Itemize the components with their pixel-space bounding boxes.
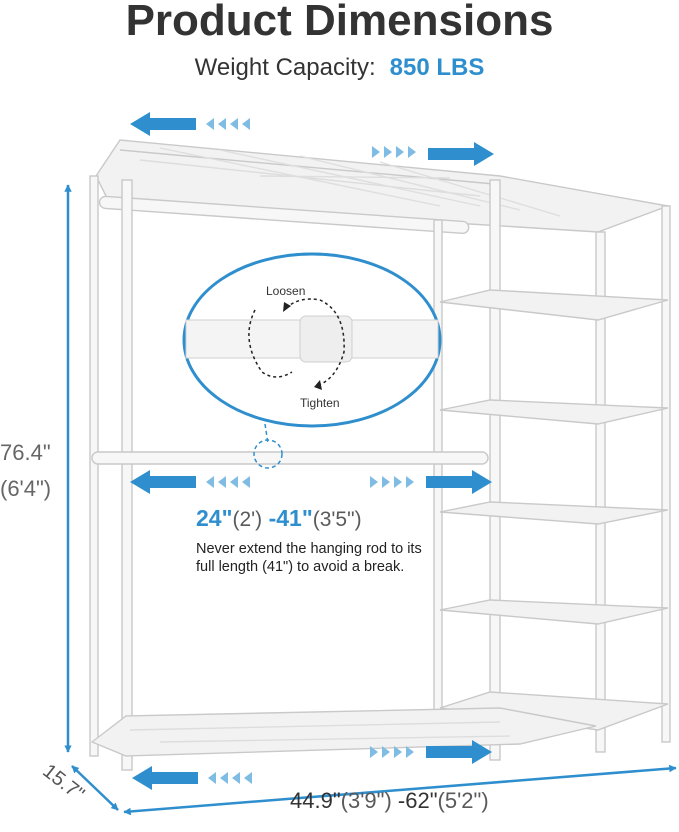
double-arrow-left-icon	[130, 470, 250, 494]
rod-warning-note: Never extend the hanging rod to its full…	[196, 541, 422, 575]
weight-capacity-label: Weight Capacity:	[194, 54, 376, 81]
rotate-arrow-icon	[285, 298, 345, 387]
lower-hanging-rod	[91, 451, 489, 465]
width-dimension-line	[123, 764, 677, 816]
double-arrow-left-icon	[130, 112, 250, 136]
width-min: 44.9"	[290, 788, 341, 813]
rod-min-ft: (2')	[232, 508, 263, 531]
top-hanging-rod	[98, 195, 470, 235]
tighten-label: Tighten	[300, 396, 340, 410]
width-separator: -	[397, 788, 406, 813]
rod-separator: -	[268, 505, 277, 531]
height-inches: 76.4"	[0, 440, 51, 465]
post-front-middle	[489, 179, 501, 761]
rod-max-ft: (3'5")	[312, 508, 362, 531]
page-title: Product Dimensions	[125, 0, 554, 45]
weight-capacity: Weight Capacity: 850 LBS	[0, 54, 679, 82]
width-min-ft: (3'9")	[340, 788, 392, 813]
width-max: 62"	[405, 788, 438, 813]
post-back-left	[89, 175, 99, 757]
post-front-right	[595, 231, 606, 753]
width-range: 44.9"(3'9") -62"(5'2")	[290, 788, 489, 814]
rack-frame	[89, 139, 671, 771]
width-max-ft: (5'2")	[437, 788, 489, 813]
double-arrow-right-icon	[370, 470, 492, 494]
post-front-left	[121, 179, 133, 771]
rod-length-range: 24"(2') -41"(3'5")	[196, 505, 362, 532]
rod-max: 41"	[276, 505, 313, 531]
double-arrow-right-icon	[372, 142, 494, 166]
rod-joint-zoom	[182, 252, 442, 469]
double-arrow-left-icon	[132, 766, 252, 790]
depth-dimension-line	[71, 765, 119, 811]
right-shelf-2	[439, 399, 669, 425]
right-shelf-3	[439, 501, 669, 525]
rod-min: 24"	[196, 505, 233, 531]
weight-capacity-value: 850 LBS	[389, 54, 485, 81]
right-shelf-4	[439, 599, 669, 625]
bottom-shelf	[90, 707, 597, 757]
loosen-label: Loosen	[266, 284, 306, 298]
right-shelf-1	[439, 289, 669, 321]
double-arrow-right-icon	[370, 740, 492, 764]
post-back-right	[661, 205, 671, 743]
height-feet: (6'4")	[0, 476, 52, 501]
